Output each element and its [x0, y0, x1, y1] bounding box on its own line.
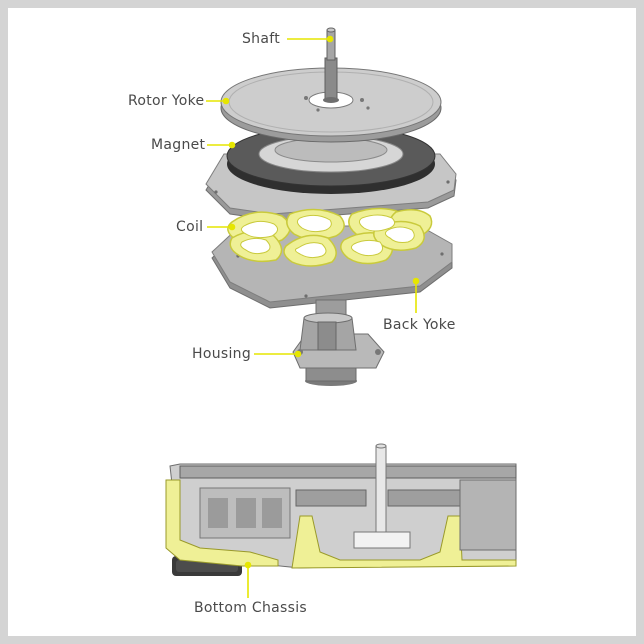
label-coil: Coil	[176, 219, 204, 235]
magnet-ring	[226, 125, 436, 194]
bottom-chassis	[160, 443, 517, 582]
label-housing: Housing	[192, 346, 252, 362]
label-rotor-yoke: Rotor Yoke	[128, 93, 205, 109]
shaft	[323, 27, 339, 103]
label-back-yoke: Back Yoke	[383, 317, 456, 333]
housing	[292, 299, 385, 386]
label-shaft: Shaft	[242, 31, 281, 47]
callouts	[206, 35, 420, 598]
label-magnet: Magnet	[151, 137, 206, 153]
label-bottom-chassis: Bottom Chassis	[194, 600, 308, 616]
coil-inner	[240, 214, 415, 259]
